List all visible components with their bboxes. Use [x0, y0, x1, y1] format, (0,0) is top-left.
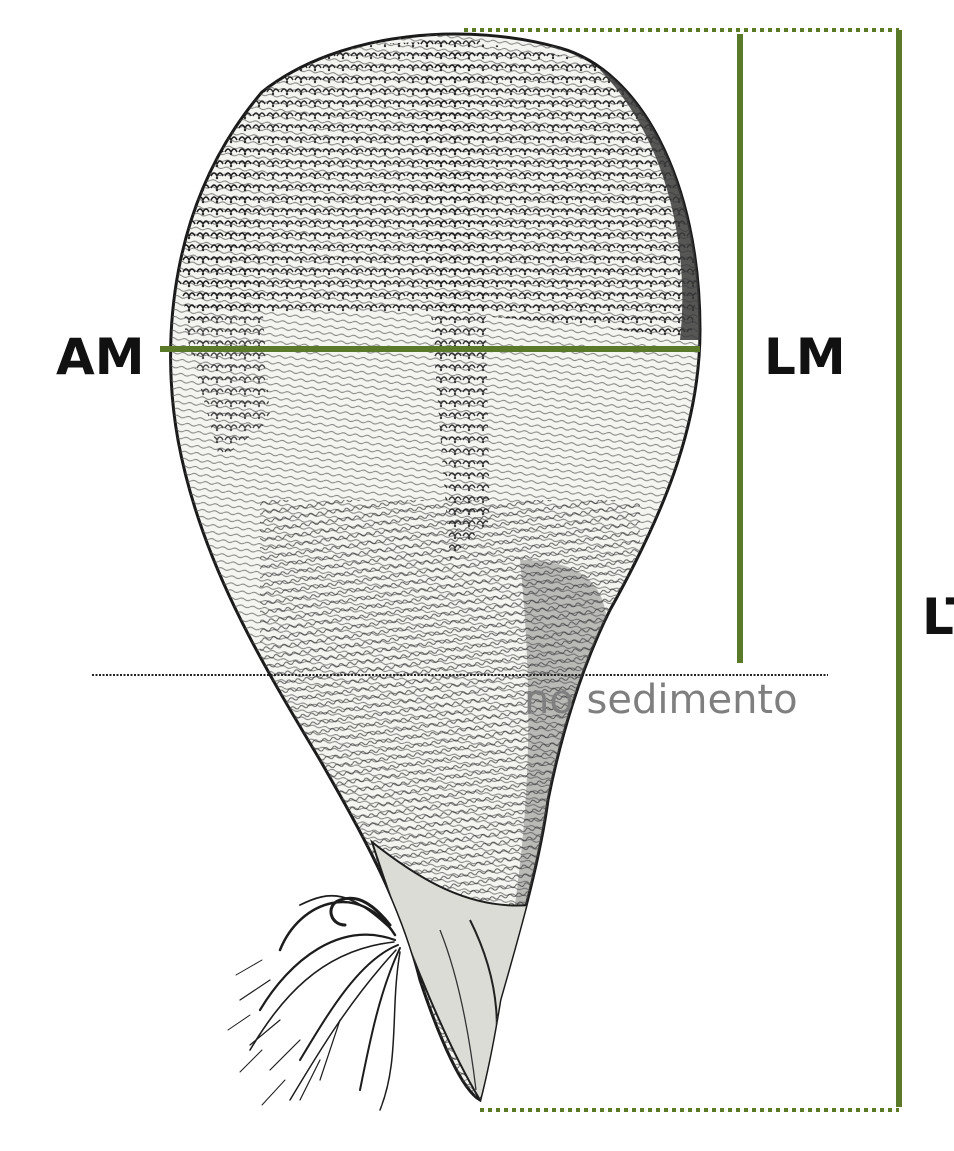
- lm-label: LM: [764, 332, 846, 382]
- lt-label: LT: [922, 592, 954, 642]
- sediment-label: no sedimento: [524, 680, 798, 720]
- mussel-shell: [160, 30, 720, 1120]
- byssus-threads: [228, 896, 400, 1110]
- am-label: AM: [56, 332, 144, 382]
